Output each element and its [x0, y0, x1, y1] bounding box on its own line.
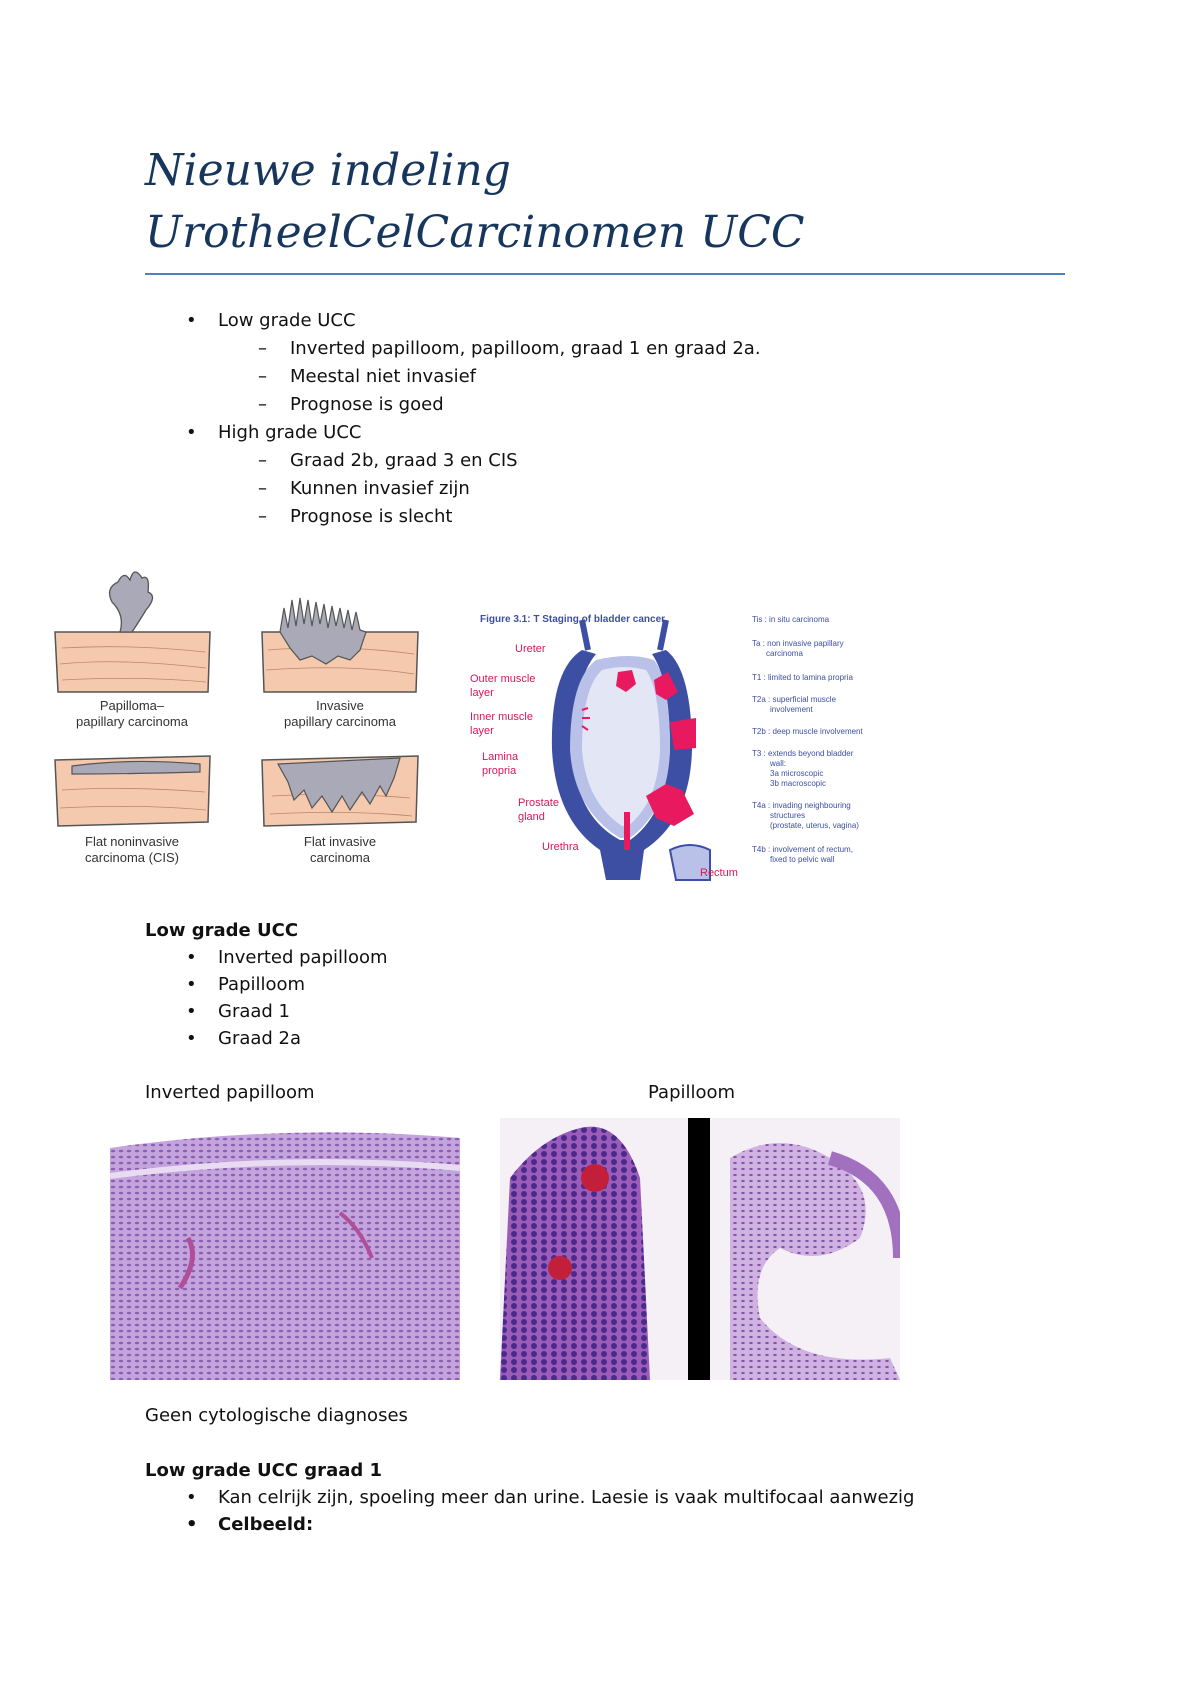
no-diagnosis-text: Geen cytologische diagnoses [145, 1405, 408, 1426]
grade1-item: Kan celrijk zijn, spoeling meer dan urin… [186, 1487, 915, 1508]
label-prostate-1: Prostate [518, 797, 559, 809]
staging-legend: Tis : in situ carcinoma Ta : non invasiv… [752, 615, 864, 864]
page-title: Nieuwe indeling UrotheelCelCarcinomen UC… [145, 145, 805, 258]
legend-t3: T3 : extends beyond bladder [752, 749, 854, 758]
legend-t4a: T4a : invading neighbouring [752, 801, 851, 810]
staging-figure-title: Figure 3.1: T Staging of bladder cancer [480, 614, 665, 625]
grade1-item-celbeeld: Celbeeld: [186, 1514, 313, 1535]
list-subitem: Kunnen invasief zijn [258, 478, 470, 499]
label-rectum: Rectum [700, 867, 738, 879]
list-subitem: Meestal niet invasief [258, 366, 476, 387]
list-subitem: Graad 2b, graad 3 en CIS [258, 450, 518, 471]
svg-text:3a microscopic: 3a microscopic [770, 769, 823, 778]
list-subitem: Inverted papilloom, papilloom, graad 1 e… [258, 338, 761, 359]
flat-invasive-label-line1: Flat invasive [304, 834, 376, 849]
papilloma-label-line1: Papilloma– [100, 698, 165, 713]
flat-invasive-label-line2: carcinoma [310, 850, 371, 865]
papilloma-label-line2: papillary carcinoma [76, 714, 189, 729]
flat-noninvasive-label-line2: carcinoma (CIS) [85, 850, 179, 865]
svg-text:involvement: involvement [770, 705, 813, 714]
low-grade-item: Papilloom [186, 974, 305, 995]
svg-text:carcinoma: carcinoma [766, 649, 803, 658]
label-prostate-2: gland [518, 811, 545, 823]
list-subitem: Prognose is slecht [258, 506, 452, 527]
low-grade-item: Graad 2a [186, 1028, 301, 1049]
flat-invasive-illustration: Flat invasive carcinoma [261, 755, 419, 865]
low-grade-item: Inverted papilloom [186, 947, 387, 968]
caption-inverted-papilloom: Inverted papilloom [145, 1082, 315, 1103]
label-outer-muscle-1: Outer muscle [470, 673, 535, 685]
label-ureter: Ureter [515, 643, 546, 655]
label-lamina-2: propria [482, 765, 517, 777]
legend-ta: Ta : non invasive papillary [752, 639, 844, 648]
invasive-label-line1: Invasive [316, 698, 364, 713]
bladder-diagram [551, 619, 711, 881]
title-underline [145, 273, 1065, 275]
caption-papilloom: Papilloom [648, 1082, 736, 1103]
svg-text:wall:: wall: [769, 759, 786, 768]
bladder-staging-figure: Figure 3.1: T Staging of bladder cancer … [470, 614, 864, 881]
label-outer-muscle-2: layer [470, 687, 494, 699]
legend-t4b: T4b : involvement of rectum, [752, 845, 853, 854]
svg-text:fixed to pelvic wall: fixed to pelvic wall [770, 855, 835, 864]
legend-tis: Tis : in situ carcinoma [752, 615, 830, 624]
svg-text:structures: structures [770, 811, 805, 820]
flat-noninvasive-label-line1: Flat noninvasive [85, 834, 179, 849]
low-grade-item: Graad 1 [186, 1001, 290, 1022]
section-heading-low-grade: Low grade UCC [145, 920, 299, 941]
legend-t1: T1 : limited to lamina propria [752, 673, 853, 682]
papilloma-illustration: Papilloma– papillary carcinoma [54, 571, 211, 729]
list-subitem: Prognose is goed [258, 394, 444, 415]
papilloom-image [500, 1118, 900, 1380]
section-heading-grade1: Low grade UCC graad 1 [145, 1460, 383, 1481]
svg-text:3b macroscopic: 3b macroscopic [770, 779, 826, 788]
label-inner-muscle-1: Inner muscle [470, 711, 533, 723]
svg-text:(prostate, uterus, vagina): (prostate, uterus, vagina) [770, 821, 859, 830]
list-item-high-grade: High grade UCC [186, 422, 362, 443]
list-item-low-grade: Low grade UCC [186, 310, 355, 331]
label-urethra: Urethra [542, 841, 580, 853]
label-lamina-1: Lamina [482, 751, 519, 763]
invasive-papillary-illustration: Invasive papillary carcinoma [261, 597, 419, 729]
label-inner-muscle-2: layer [470, 725, 494, 737]
legend-t2a: T2a : superficial muscle [752, 695, 837, 704]
inverted-papilloom-image [110, 1118, 460, 1380]
invasive-label-line2: papillary carcinoma [284, 714, 397, 729]
legend-t2b: T2b : deep muscle involvement [752, 727, 864, 736]
carcinoma-types-figure: Papilloma– papillary carcinoma Invasive … [54, 571, 419, 865]
flat-noninvasive-illustration: Flat noninvasive carcinoma (CIS) [54, 755, 211, 865]
